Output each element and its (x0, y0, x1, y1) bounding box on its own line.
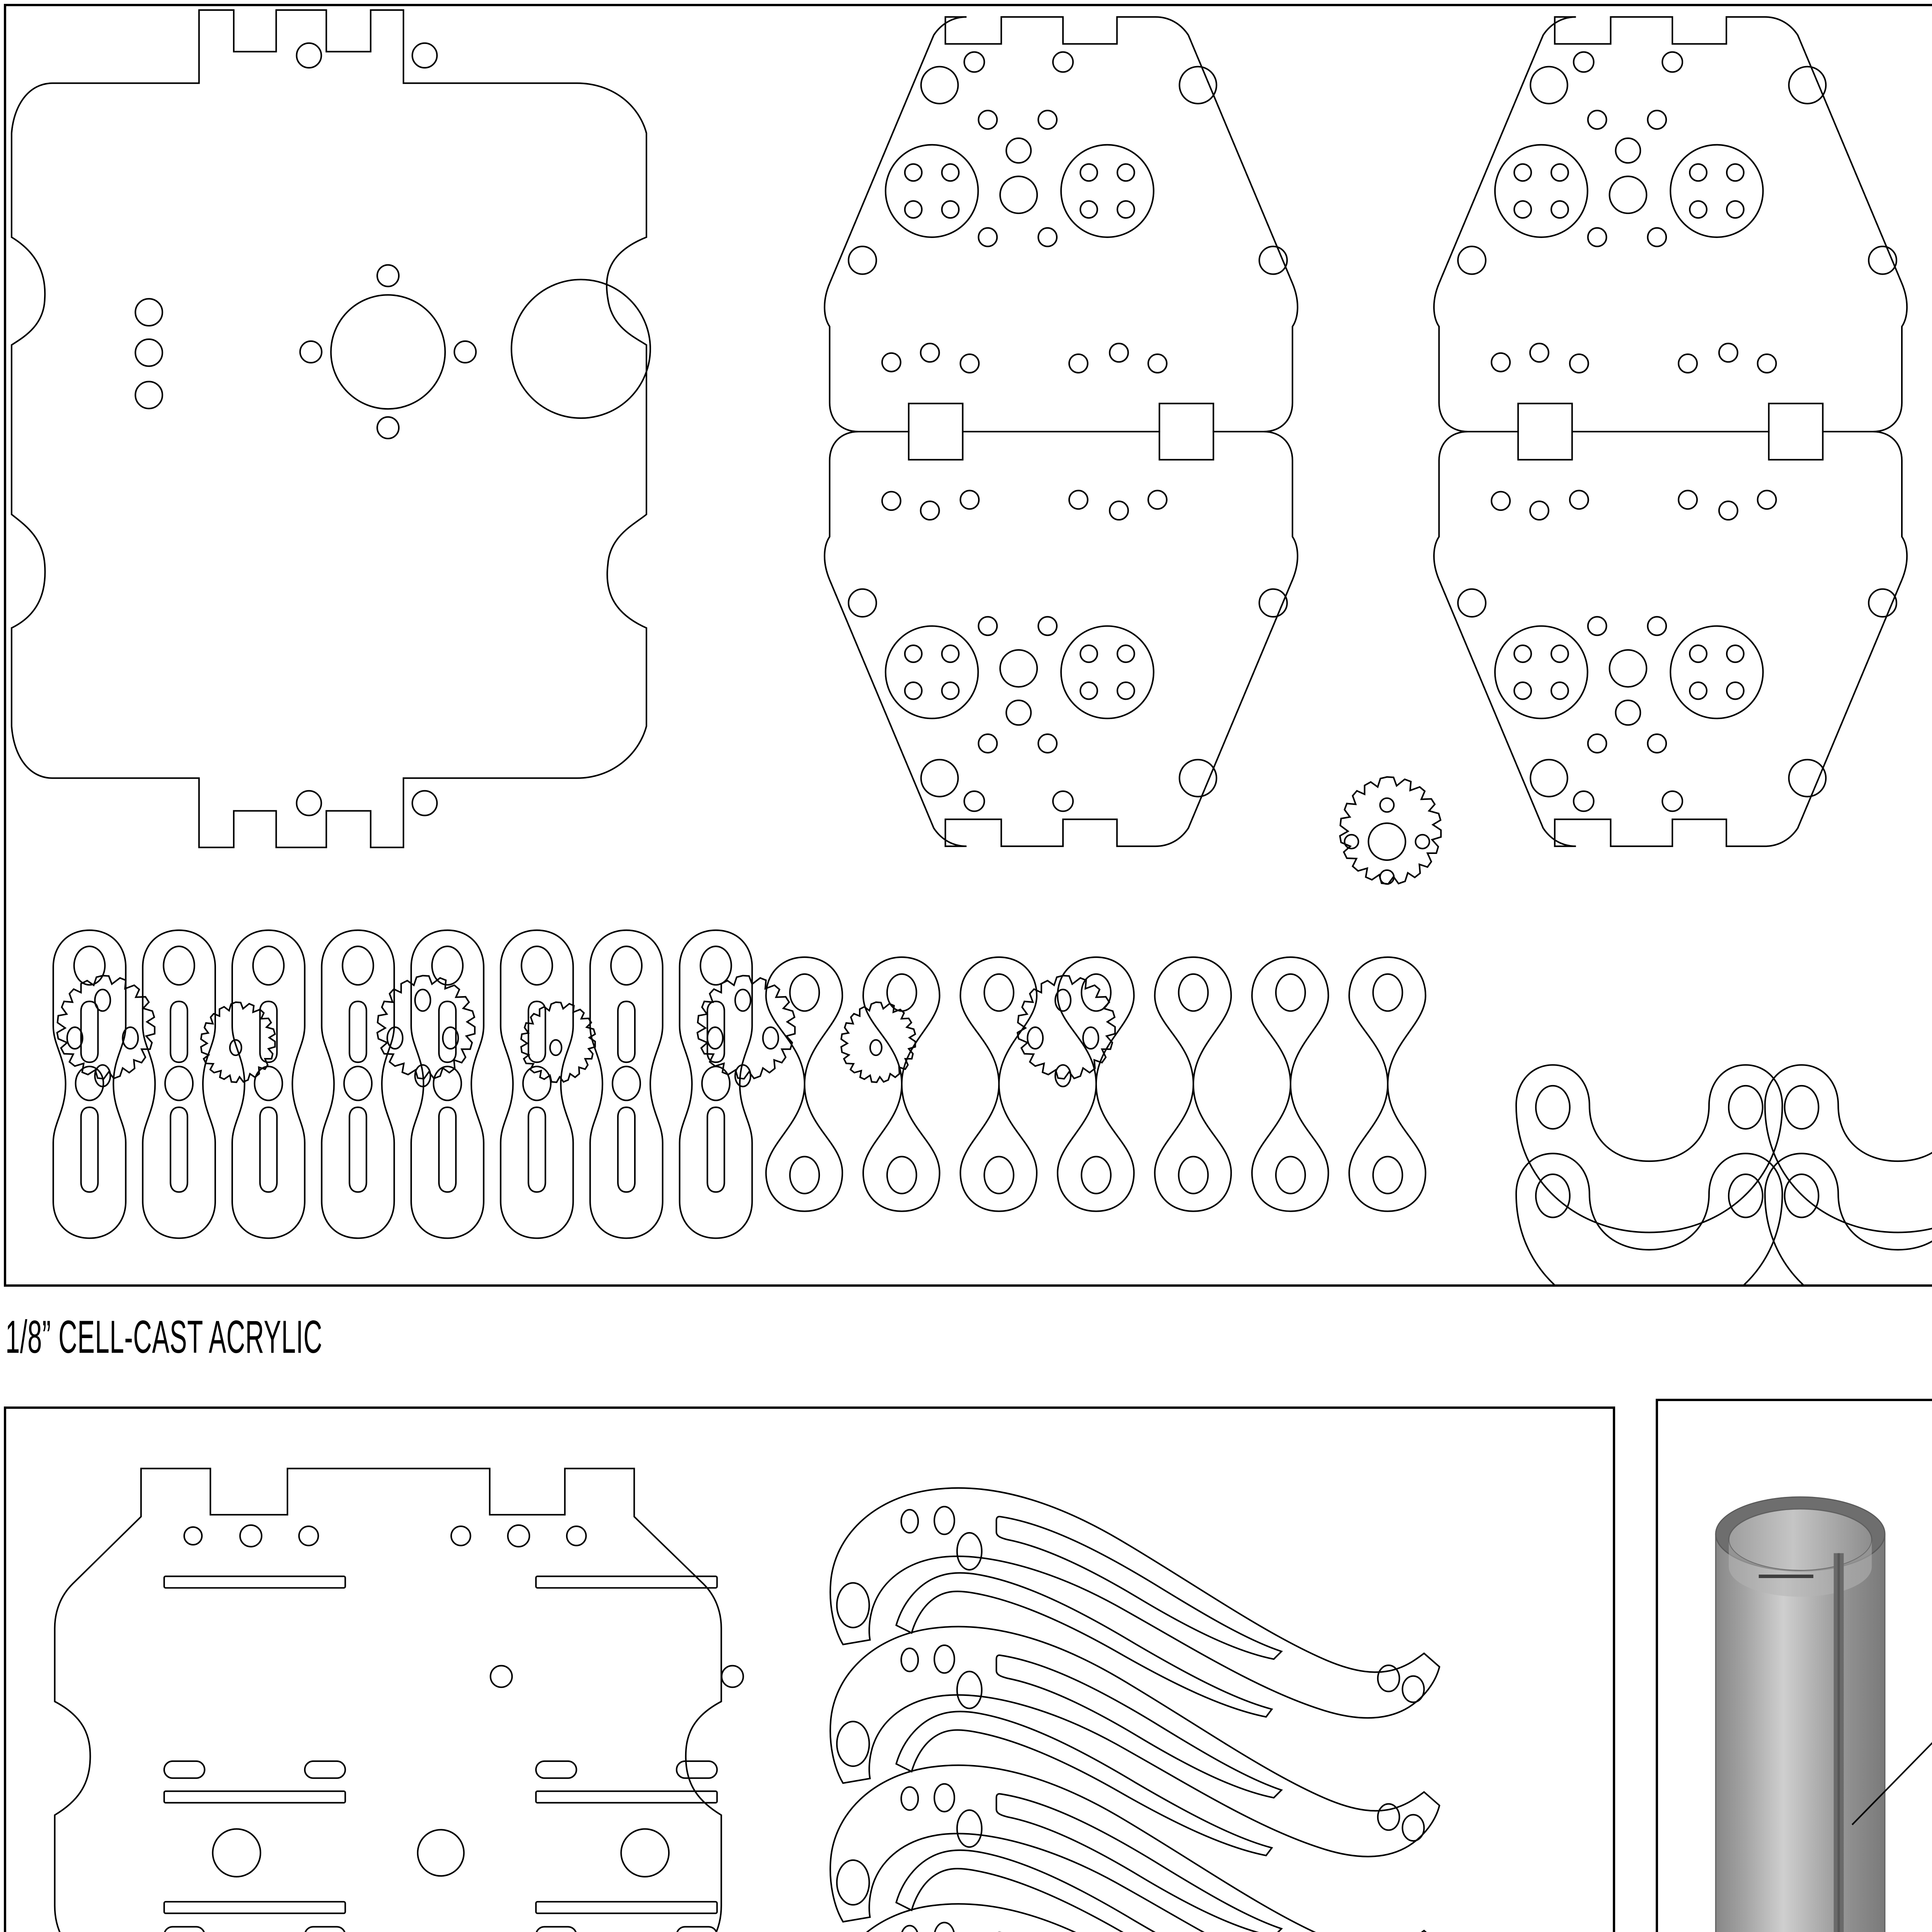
render-panel (1656, 1399, 1932, 1932)
gear-large-1 (56, 975, 156, 1087)
sheet-quarter-inch (4, 1406, 1615, 1932)
part-corner-plate-2 (1433, 16, 1908, 432)
slotted-link (500, 929, 574, 1239)
blade-arm (829, 1764, 1427, 1932)
part-deck-plate (54, 1468, 744, 1932)
rocker-link (1515, 1153, 1783, 1284)
rocker-link (1764, 1153, 1932, 1284)
sheet-eighth-inch (4, 4, 1932, 1287)
part-corner-plate-4 (1433, 431, 1908, 847)
blade-arm (829, 1487, 1440, 1719)
s-link (959, 956, 1038, 1212)
s-link (1057, 956, 1135, 1212)
s-link (1348, 956, 1427, 1212)
s-link (1154, 956, 1232, 1212)
part-s-link-group (765, 956, 1427, 1212)
slotted-link (52, 929, 127, 1239)
part-corner-plate-3 (823, 431, 1299, 847)
slotted-link (142, 929, 216, 1239)
slotted-link (321, 929, 395, 1239)
blade-arm (829, 1626, 1440, 1857)
s-link (862, 956, 940, 1212)
slotted-link (410, 929, 485, 1239)
s-link (765, 956, 844, 1212)
part-blade-arm-group (829, 1487, 1440, 1932)
part-base-plate (10, 9, 651, 849)
render-drill-holder (1715, 1496, 1886, 1932)
gear-large-2 (376, 975, 476, 1087)
blade-arm (866, 1903, 1077, 1932)
eighth-inch-cut-layout (10, 9, 1932, 1284)
part-rocker-link-group (1515, 1064, 1932, 1284)
part-corner-plate-1 (823, 16, 1299, 432)
s-link (1251, 956, 1329, 1212)
part-sprocket-gear (1339, 776, 1442, 885)
slotted-link (231, 929, 306, 1239)
sheet-label-eighth-inch: 1/8” CELL-CAST ACRYLIC (5, 1311, 323, 1363)
rocker-link (1515, 1064, 1783, 1233)
slotted-link (679, 929, 753, 1239)
part-slotted-link-group (52, 929, 753, 1239)
gear-small-3 (840, 1001, 917, 1083)
quarter-inch-cut-layout (54, 1468, 1440, 1932)
gear-large-3 (696, 975, 796, 1087)
render-panel-artwork (1715, 1496, 1932, 1932)
gear-large-4 (1016, 975, 1116, 1087)
gear-small-2 (520, 1001, 596, 1083)
rocker-link (1764, 1064, 1932, 1233)
gear-small-1 (200, 1001, 276, 1083)
callout-leaders (1851, 1742, 1932, 1825)
slotted-link (589, 929, 663, 1239)
